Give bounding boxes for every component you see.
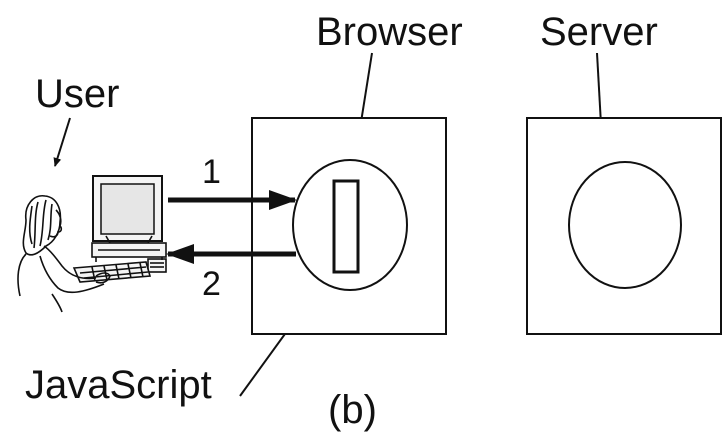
server-label: Server [540,10,658,54]
user-pointer [53,117,71,167]
response-number: 2 [202,265,221,303]
computer-base-icon [91,242,167,273]
javascript-block [332,179,360,274]
monitor-icon [92,175,163,244]
caption-label: (b) [328,388,377,432]
user-at-computer [17,175,167,313]
javascript-label: JavaScript [25,363,212,407]
user-person-icon [17,195,111,313]
keyboard-icon [72,261,152,283]
browser-label: Browser [316,10,463,54]
user-label: User [35,72,119,116]
server-process [568,161,682,289]
request-number: 1 [202,153,221,191]
